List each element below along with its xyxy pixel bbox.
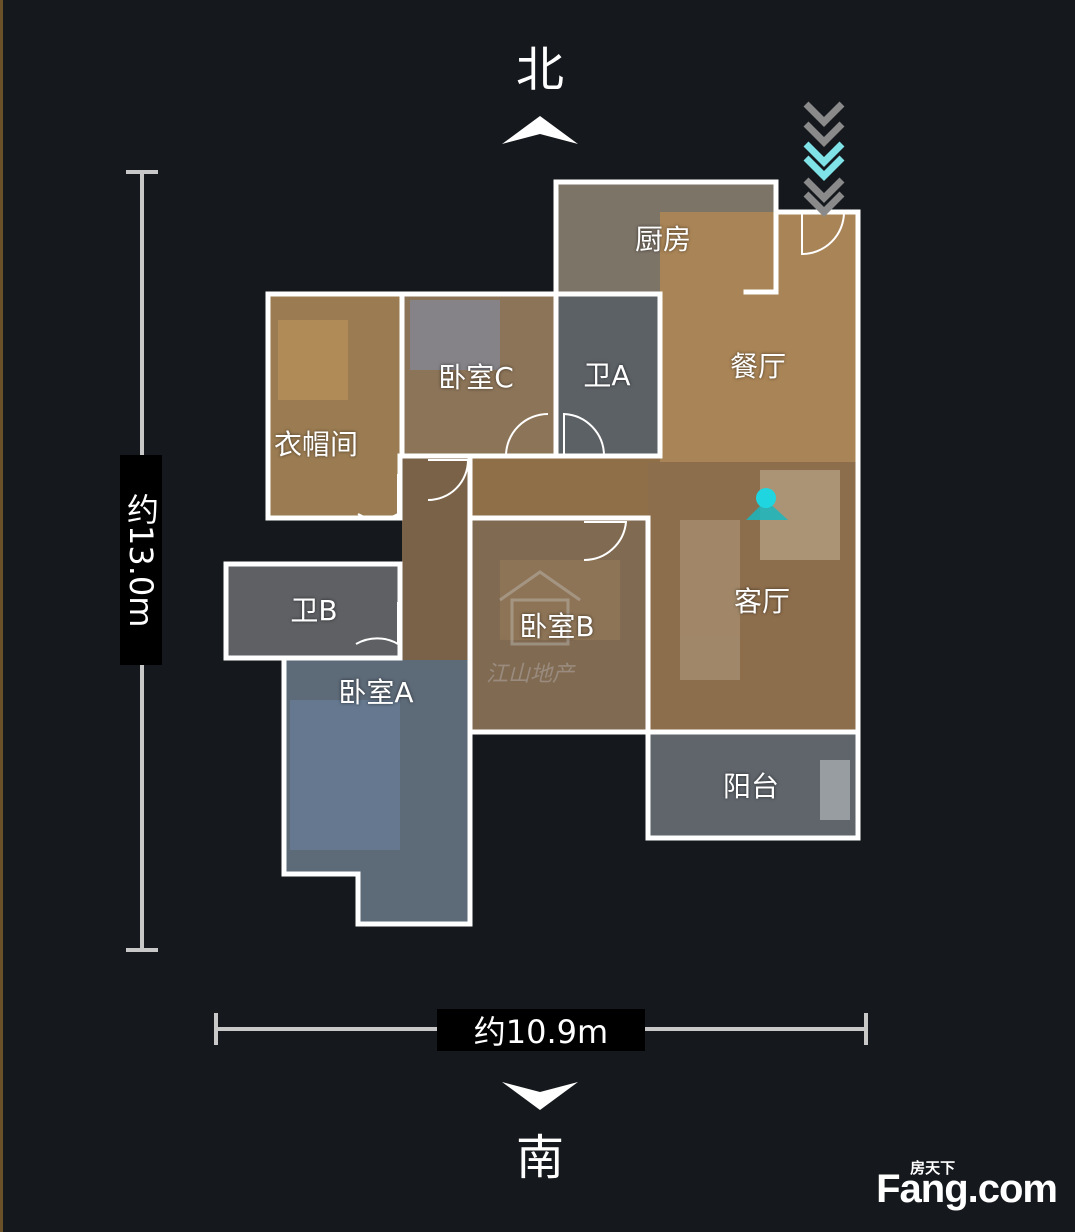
north-label: 北 [515,42,564,98]
viewpoint-marker-icon [746,488,788,520]
bath-a-floor [556,294,660,456]
room-label-bedroom-b[interactable]: 卧室B [519,610,595,643]
texture-blobs [278,300,850,850]
room-fills [226,182,858,924]
room-label-bath-a[interactable]: 卫A [583,359,631,392]
room-label-living[interactable]: 客厅 [733,585,791,618]
door-swings [355,211,845,646]
south-arrow-icon[interactable] [500,1078,580,1118]
room-label-dining[interactable]: 餐厅 [729,350,787,383]
bath-b-floor [226,564,400,658]
brand-sub-text: 房天下 [910,1160,956,1177]
watermark-house-icon [499,570,581,646]
width-dimension-label: 约10.9m [437,1009,645,1051]
dining-floor [660,212,858,462]
watermark-text: 江山地产 [486,662,575,687]
room-label-kitchen[interactable]: 厨房 [634,223,692,256]
north-arrow-icon[interactable] [500,108,580,148]
brand-main-text: Fang.com [876,1167,1058,1211]
room-label-bedroom-a[interactable]: 卧室A [338,676,414,709]
room-label-bedroom-c[interactable]: 卧室C [438,361,514,394]
room-label-bath-b[interactable]: 卫B [290,594,338,627]
south-label: 南 [515,1130,564,1186]
entrance-arrows-icon [803,101,845,217]
room-label-cloakroom[interactable]: 衣帽间 [273,428,359,461]
room-label-balcony[interactable]: 阳台 [722,770,780,803]
brand-logo: 房天下 Fang.com [876,1160,1058,1212]
left-edge-strip [0,0,3,1232]
height-dimension-label: 约13.0m [120,455,162,665]
